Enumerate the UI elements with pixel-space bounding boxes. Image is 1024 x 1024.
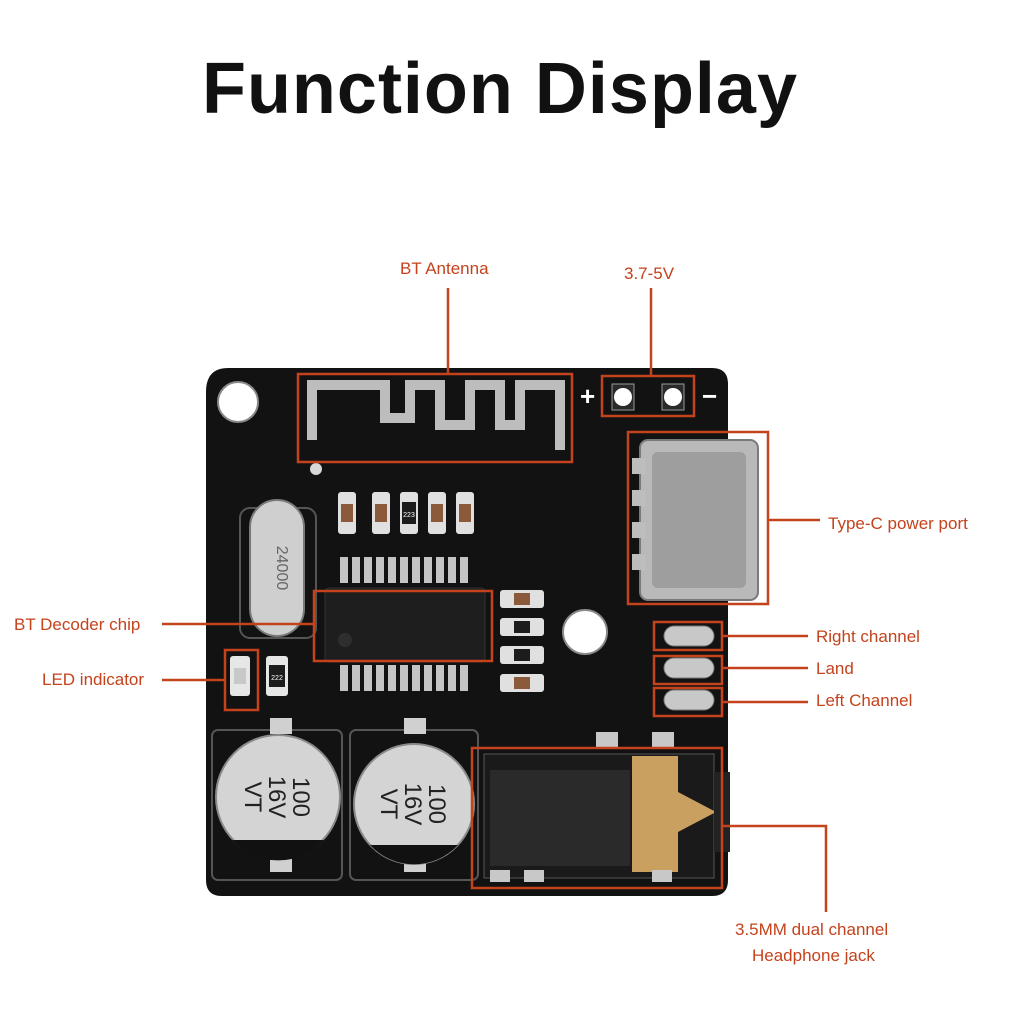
label-bt-decoder: BT Decoder chip [14,615,141,634]
callout-box-land [652,654,724,686]
cap-marking: 100 [423,784,450,824]
label-jack-line2: Headphone jack [752,946,875,965]
cap-marking: 16V [263,776,290,819]
crystal-oscillator [249,499,305,637]
label-left-channel: Left Channel [816,691,913,710]
label-bt-antenna: BT Antenna [400,259,489,278]
callout-box-type-c [626,430,770,606]
cap-marking: VT [239,782,266,813]
label-jack-line1: 3.5MM dual channel [735,920,889,939]
label-right-channel: Right channel [816,627,920,646]
mounting-hole [217,381,259,423]
minus-marking: − [702,381,717,411]
crystal-marking: 24000 [273,546,290,591]
cap-marking: 100 [287,777,314,817]
callout-box-jack [470,746,724,890]
resistor-marking: 222 [271,675,283,682]
decoder-chip [324,587,486,663]
plus-marking: + [580,381,595,411]
label-land: Land [816,659,854,678]
antenna-trace [307,380,565,450]
label-led: LED indicator [42,670,145,689]
callout-box-power [600,374,696,418]
resistor-marking: 223 [403,512,415,519]
callout-box-antenna [296,372,574,464]
cap-marking: 16V [399,783,426,826]
label-voltage: 3.7-5V [624,264,675,283]
mounting-hole [562,609,608,655]
page-title: Function Display [201,49,799,129]
cap-marking: VT [375,789,402,820]
label-type-c: Type-C power port [828,514,968,533]
callout-box-decoder [312,589,494,663]
